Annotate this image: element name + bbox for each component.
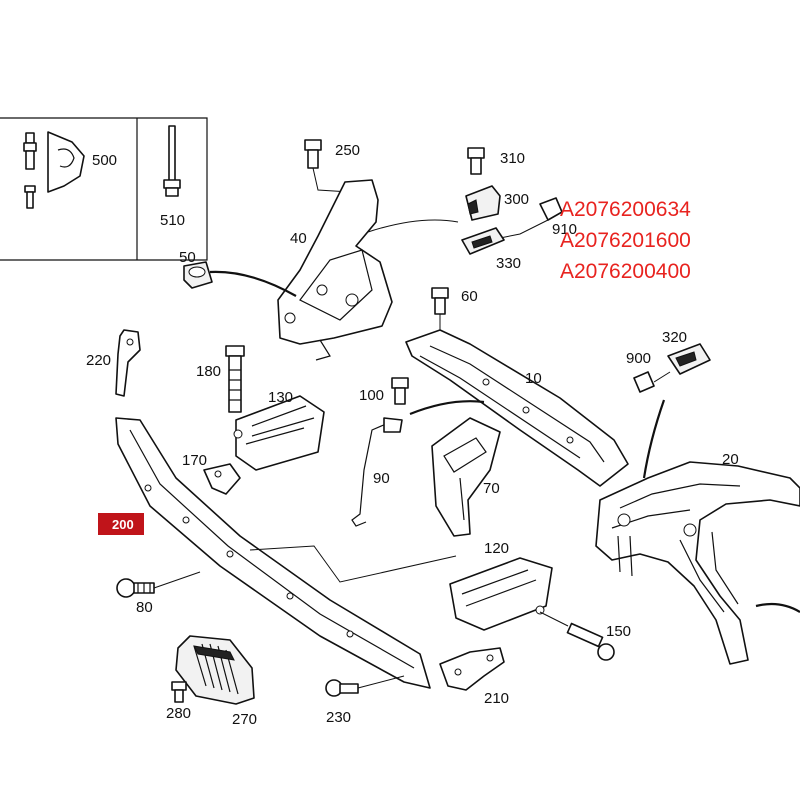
- callout-320: 320: [662, 329, 687, 346]
- part-280-bolt: [171, 681, 187, 703]
- part-10-crossmember: [405, 329, 629, 487]
- part-910-sensor: [499, 197, 563, 239]
- callout-310: 310: [500, 150, 525, 167]
- part-500-studs: [23, 131, 85, 209]
- part-200-bumper-beam: [115, 417, 431, 689]
- callout-200: 200: [112, 517, 134, 532]
- part-80-bolt: [116, 571, 201, 598]
- part-330-clip: [461, 227, 505, 255]
- part-300-latch: [465, 185, 501, 221]
- callout-60: 60: [461, 288, 478, 305]
- callout-270: 270: [232, 711, 257, 728]
- part-320-clip: [667, 343, 711, 375]
- part-60-bolt: [431, 287, 449, 315]
- callout-20: 20: [722, 451, 739, 468]
- part-150-bolt: [539, 611, 615, 661]
- callout-100: 100: [359, 387, 384, 404]
- part-220-bracket: [115, 329, 141, 397]
- callout-900: 900: [626, 350, 651, 367]
- part-70-bracket: [431, 417, 501, 537]
- wrench-icon: [47, 131, 85, 193]
- part-310-bolt: [467, 147, 485, 175]
- callout-330: 330: [496, 255, 521, 272]
- inset-frame: [0, 117, 208, 261]
- part-900-sensor: [633, 371, 671, 393]
- part-130-bracket: [233, 395, 325, 471]
- callout-150: 150: [606, 623, 631, 640]
- part-120-bracket: [449, 557, 553, 631]
- callout-500: 500: [92, 152, 117, 169]
- callout-10: 10: [525, 370, 542, 387]
- callout-120: 120: [484, 540, 509, 557]
- callout-280: 280: [166, 705, 191, 722]
- callout-200-box: 200: [98, 513, 144, 535]
- part-210-bracket: [439, 647, 505, 691]
- part-number-1: A2076200634: [560, 198, 691, 221]
- part-180-bolt: [225, 345, 245, 413]
- callout-210: 210: [484, 690, 509, 707]
- part-40-bracket: [277, 179, 393, 361]
- callout-80: 80: [136, 599, 153, 616]
- callout-300: 300: [504, 191, 529, 208]
- part-270-grille: [175, 635, 255, 705]
- callout-50: 50: [179, 249, 196, 266]
- part-230-bolt: [325, 675, 405, 697]
- callout-70: 70: [483, 480, 500, 497]
- callout-90: 90: [373, 470, 390, 487]
- part-170-plate: [203, 463, 241, 495]
- callout-230: 230: [326, 709, 351, 726]
- callout-170: 170: [182, 452, 207, 469]
- callout-130: 130: [268, 389, 293, 406]
- callout-250: 250: [335, 142, 360, 159]
- part-number-3: A2076200400: [560, 260, 691, 283]
- part-20-frame: [595, 461, 800, 665]
- part-number-2: A2076201600: [560, 229, 691, 252]
- part-90-rod: [351, 417, 403, 527]
- part-510-bolt: [163, 125, 181, 197]
- part-50-grommet: [183, 261, 213, 289]
- part-100-bolt: [391, 377, 409, 405]
- callout-910: 910: [552, 221, 577, 238]
- callout-40: 40: [290, 230, 307, 247]
- callout-220: 220: [86, 352, 111, 369]
- part-250-bolt: [304, 139, 322, 169]
- part-number-list: A2076200634 A2076201600 A2076200400: [560, 198, 691, 283]
- callout-180: 180: [196, 363, 221, 380]
- callout-510: 510: [160, 212, 185, 229]
- inset-boxes: [0, 117, 208, 261]
